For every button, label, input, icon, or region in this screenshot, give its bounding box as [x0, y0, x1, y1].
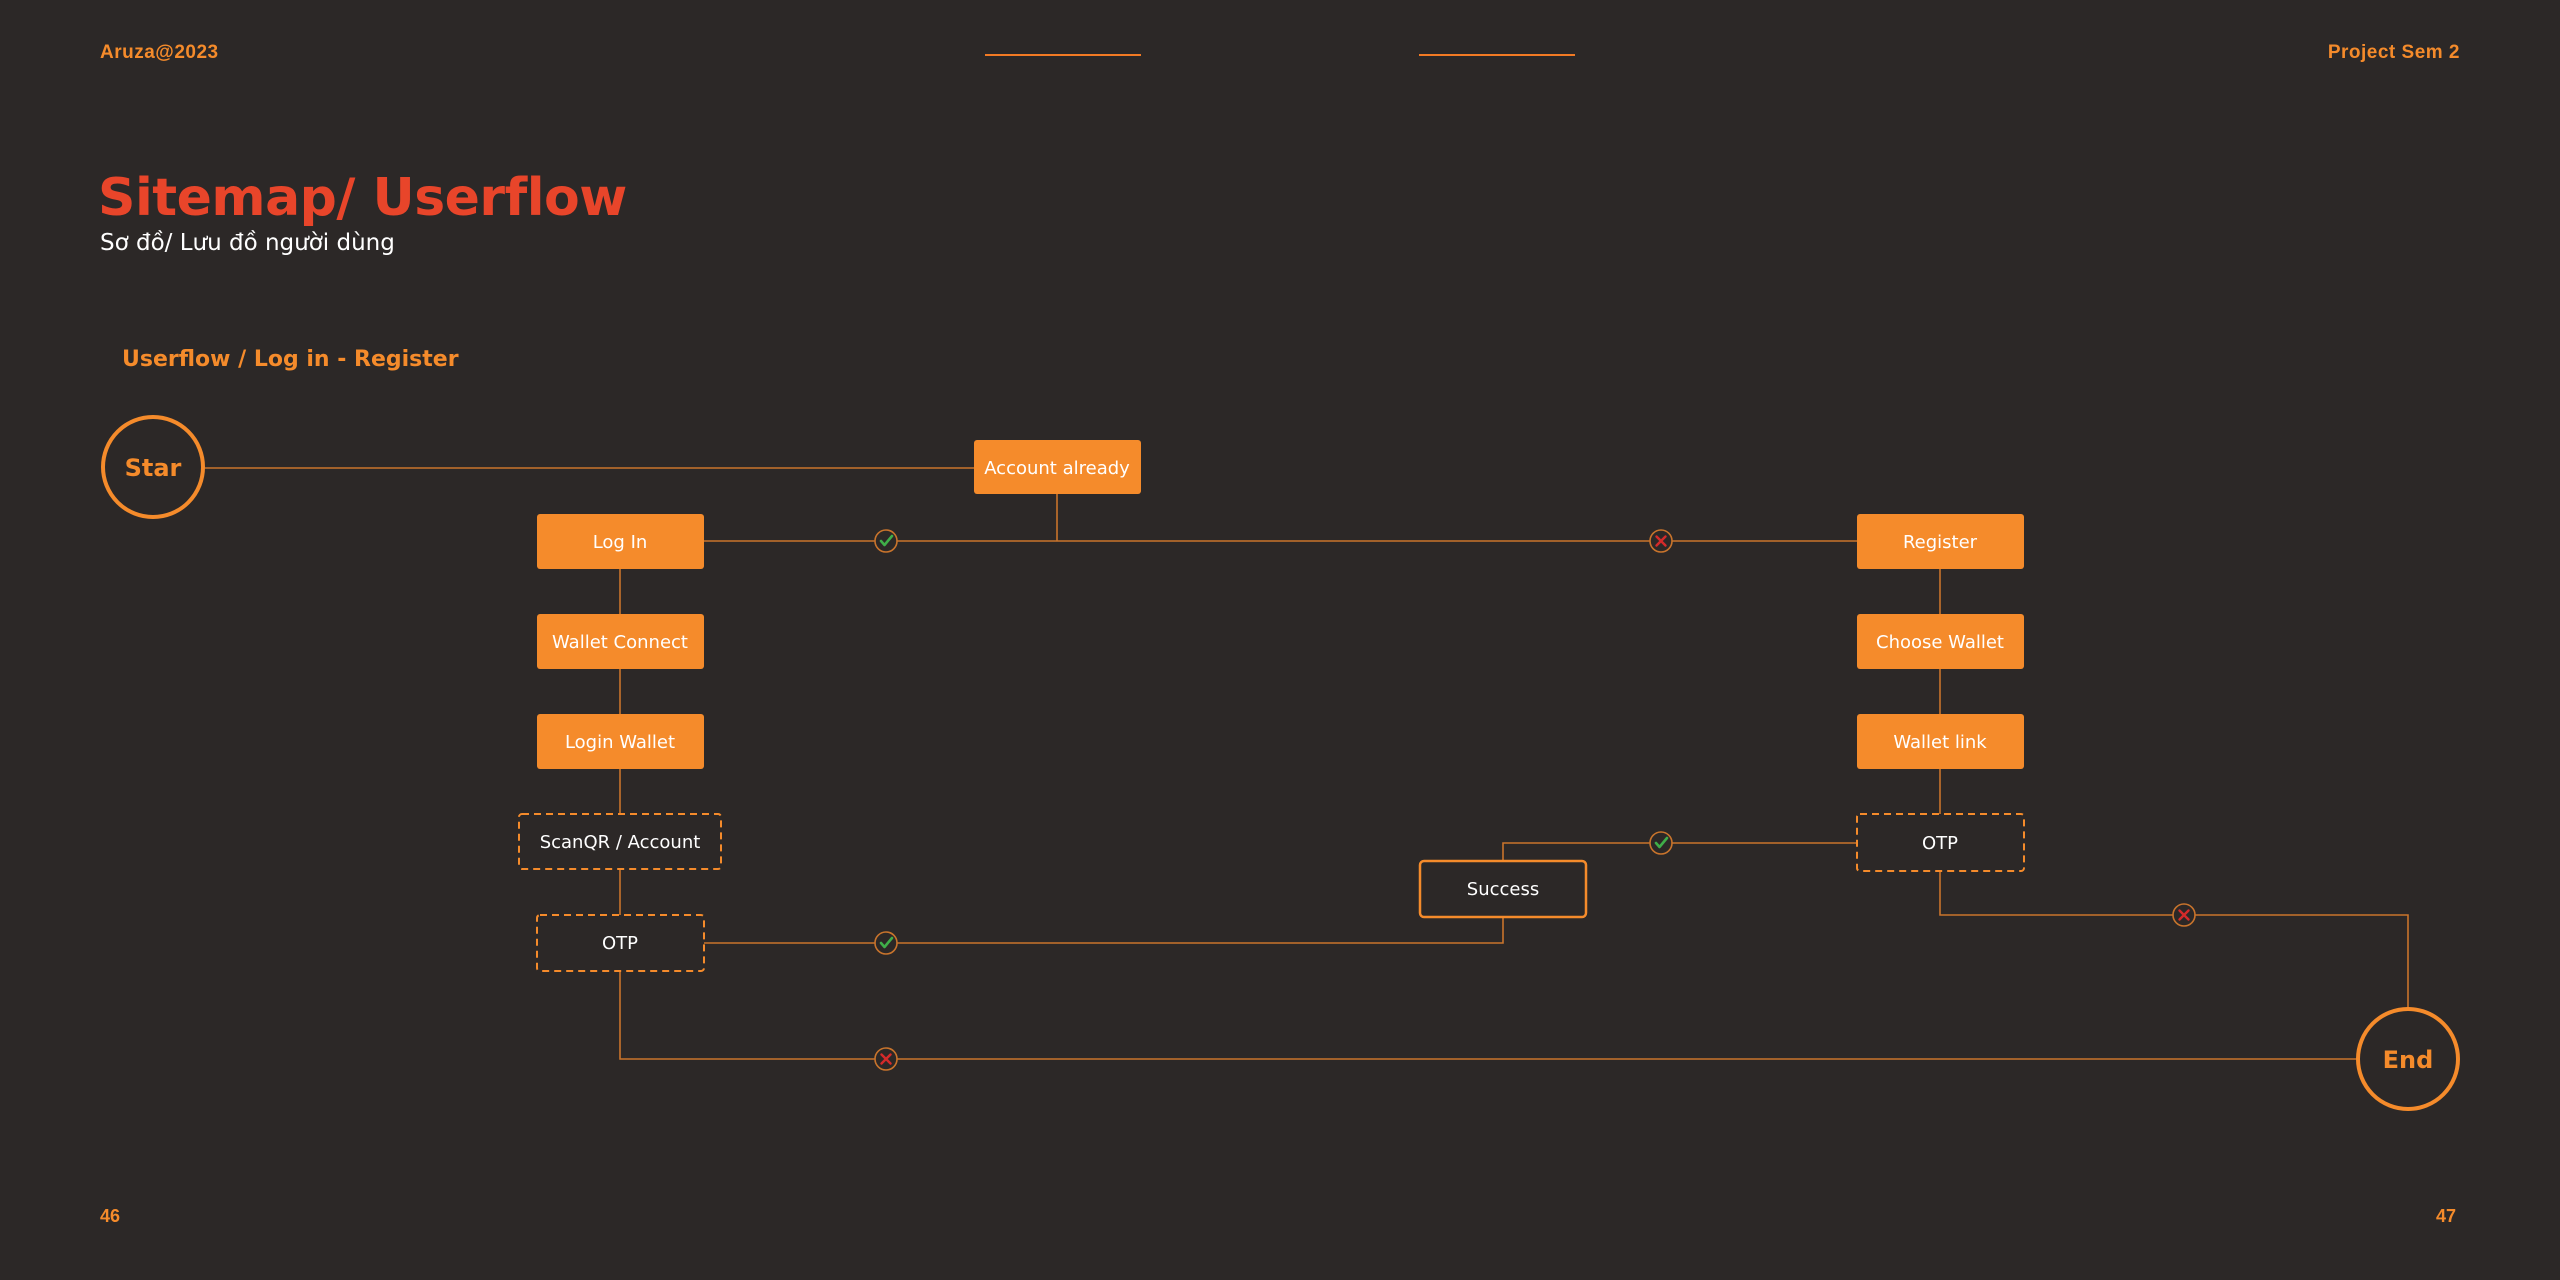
header-divider-left [985, 54, 1141, 56]
account-already-label: Account already [984, 458, 1130, 479]
line-otp-left-end [619, 971, 2357, 1060]
check-icon [1649, 831, 1673, 855]
scanqr-account-label: ScanQR / Account [540, 832, 701, 853]
header-brand: Aruza@2023 [100, 42, 219, 63]
line-otp-right-end [1939, 871, 2409, 1008]
login-box: Log In [537, 514, 704, 569]
line-otp-right-success [1502, 842, 1857, 861]
otp-right-box: OTP [1856, 813, 2025, 872]
end-node: End [2356, 1007, 2460, 1111]
end-label: End [2383, 1046, 2434, 1074]
wallet-connect-box: Wallet Connect [537, 614, 704, 669]
wallet-connect-label: Wallet Connect [552, 632, 688, 653]
connector-lines [203, 467, 2409, 1060]
account-already-box: Account already [974, 440, 1141, 494]
start-node: Star [101, 415, 205, 519]
register-label: Register [1903, 532, 1978, 553]
page-number-left: 46 [100, 1206, 121, 1226]
success-label: Success [1467, 879, 1539, 900]
cross-icon [874, 1047, 898, 1071]
choose-wallet-box: Choose Wallet [1857, 614, 2024, 669]
scanqr-account-box: ScanQR / Account [518, 813, 722, 870]
login-wallet-box: Login Wallet [537, 714, 704, 769]
cross-icon [2172, 903, 2196, 927]
success-box: Success [1418, 859, 1588, 919]
line-otp-left-success [704, 917, 1504, 944]
wallet-link-label: Wallet link [1893, 732, 1987, 753]
header-project: Project Sem 2 [2327, 42, 2460, 63]
header-divider-right [1419, 54, 1575, 56]
login-wallet-label: Login Wallet [565, 732, 675, 753]
register-box: Register [1857, 514, 2024, 569]
wallet-link-box: Wallet link [1857, 714, 2024, 769]
check-icon [874, 931, 898, 955]
page-title: Sitemap/ Userflow [98, 168, 627, 228]
login-label: Log In [593, 532, 648, 553]
section-label: Userflow / Log in - Register [122, 347, 459, 372]
page-subtitle: Sơ đồ/ Lưu đồ người dùng [100, 230, 395, 256]
otp-left-box: OTP [536, 914, 705, 972]
cross-icon [1649, 529, 1673, 553]
choose-wallet-label: Choose Wallet [1876, 632, 2004, 653]
start-label: Star [125, 454, 182, 482]
otp-left-label: OTP [602, 933, 638, 954]
otp-right-label: OTP [1922, 833, 1958, 854]
check-icon [874, 529, 898, 553]
page-number-right: 47 [2435, 1206, 2456, 1226]
